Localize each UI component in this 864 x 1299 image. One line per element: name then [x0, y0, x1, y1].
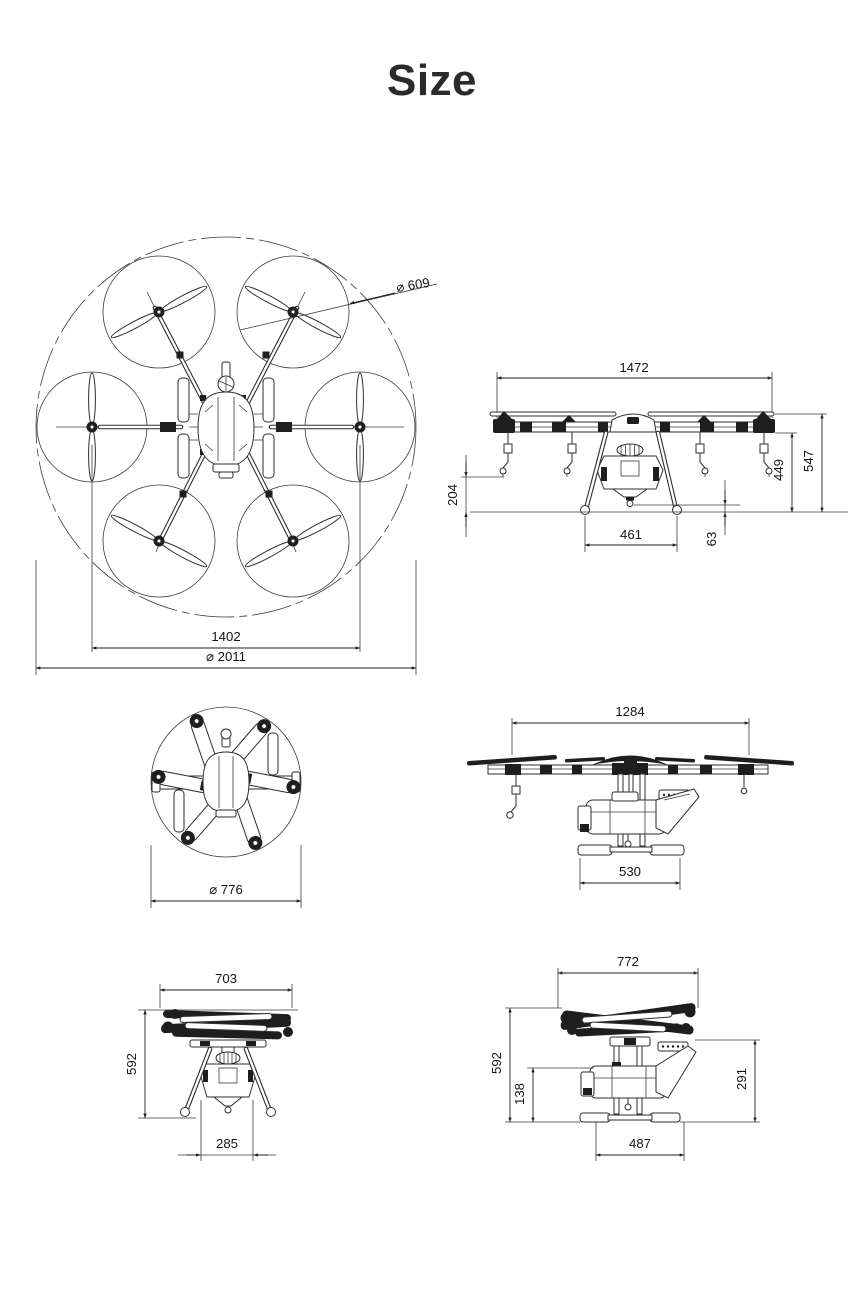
side-view-folded-drawing: 772 592 138 [489, 954, 760, 1161]
dimension-base-width: 530 [579, 858, 681, 890]
dim-label-body-height: 449 [771, 459, 786, 481]
dim-label-nozzle-height: 63 [704, 532, 719, 547]
flight-envelope-circle [35, 236, 417, 618]
motors [86, 306, 366, 547]
dim-label-nozzle-to-ground: 204 [445, 484, 460, 506]
spray-nozzle-right [740, 774, 748, 795]
dimension-tank-clearance: 138 [512, 1067, 594, 1123]
dimension-overall-width: 772 [557, 954, 699, 1008]
page-title: Size [386, 56, 478, 105]
dim-label-folded-diameter: ⌀ 776 [209, 882, 243, 897]
dim-label-overall-height: 547 [801, 450, 816, 472]
dim-label-leg-track: 285 [216, 1136, 238, 1151]
dimension-leg-track: 285 [178, 1100, 276, 1161]
spray-nozzle-left [506, 774, 521, 819]
bench-base [579, 1112, 681, 1123]
dimension-overall-height: 592 [489, 1007, 562, 1123]
airframe-body [177, 361, 275, 479]
dimension-folded-diameter: ⌀ 776 [150, 845, 302, 908]
arm-bar [487, 763, 769, 775]
dimension-body-height: 449 [771, 432, 797, 513]
front-view-folded-drawing: 703 592 285 [124, 971, 298, 1161]
top-view-unfolded-drawing: ⌀ 609 1402 ⌀ 2011 [35, 236, 438, 675]
dim-label-leg-track: 461 [620, 527, 642, 542]
airframe-body [189, 1039, 267, 1114]
dimension-overall-width: 1472 [496, 360, 773, 418]
airframe-body [202, 728, 250, 818]
dimension-motor-span: 1402 [91, 445, 361, 652]
dim-label-tank-clearance: 138 [512, 1083, 527, 1105]
arms [56, 291, 404, 553]
dim-label-overall-width: 1284 [615, 704, 644, 719]
dimension-overall-width: 1284 [511, 704, 750, 755]
dimension-payload-height: 291 [695, 1039, 760, 1123]
side-view-unfolded-drawing: 1284 [467, 704, 794, 890]
dim-label-base-width: 487 [629, 1136, 651, 1151]
bench-base [577, 844, 685, 856]
fold-envelope-circle [150, 706, 302, 858]
dimension-nozzle-height: 63 [634, 480, 740, 546]
landing-legs [180, 1046, 276, 1117]
dim-label-payload-height: 291 [734, 1068, 749, 1090]
dimension-nozzle-to-ground: 204 [445, 455, 504, 537]
dimension-overall-height: 547 [775, 413, 827, 513]
tank-body [596, 443, 664, 507]
leader-prop-diameter: ⌀ 609 [239, 275, 438, 331]
folded-prop-cluster [560, 1003, 696, 1047]
dim-label-overall-width: 703 [215, 971, 237, 986]
payload-tank [580, 1041, 697, 1111]
dim-label-overall-width: 1472 [619, 360, 648, 375]
dim-label-prop-diameter: ⌀ 609 [395, 275, 431, 295]
propeller-circles [36, 255, 416, 598]
dim-label-overall-width: 772 [617, 954, 639, 969]
dim-label-motor-span: 1402 [211, 629, 240, 644]
dimension-overall-height: 592 [124, 1009, 196, 1119]
dimension-overall-diameter: ⌀ 2011 [35, 560, 417, 675]
canopy [609, 413, 657, 433]
payload-tank [577, 788, 700, 848]
spray-nozzles [499, 432, 773, 477]
rotors [467, 755, 794, 766]
dimension-overall-width: 703 [159, 971, 293, 1008]
dim-label-base-width: 530 [619, 864, 641, 879]
dim-label-overall-height: 592 [489, 1052, 504, 1074]
folded-prop-cluster [161, 1009, 293, 1040]
dimension-leg-track: 461 [584, 516, 678, 552]
dim-label-overall-diameter: ⌀ 2011 [206, 649, 246, 664]
front-view-unfolded-drawing: 1472 [445, 360, 848, 552]
dimension-base-width: 487 [595, 1122, 685, 1161]
dim-label-overall-height: 592 [124, 1053, 139, 1075]
top-view-folded-drawing: ⌀ 776 [150, 706, 302, 908]
